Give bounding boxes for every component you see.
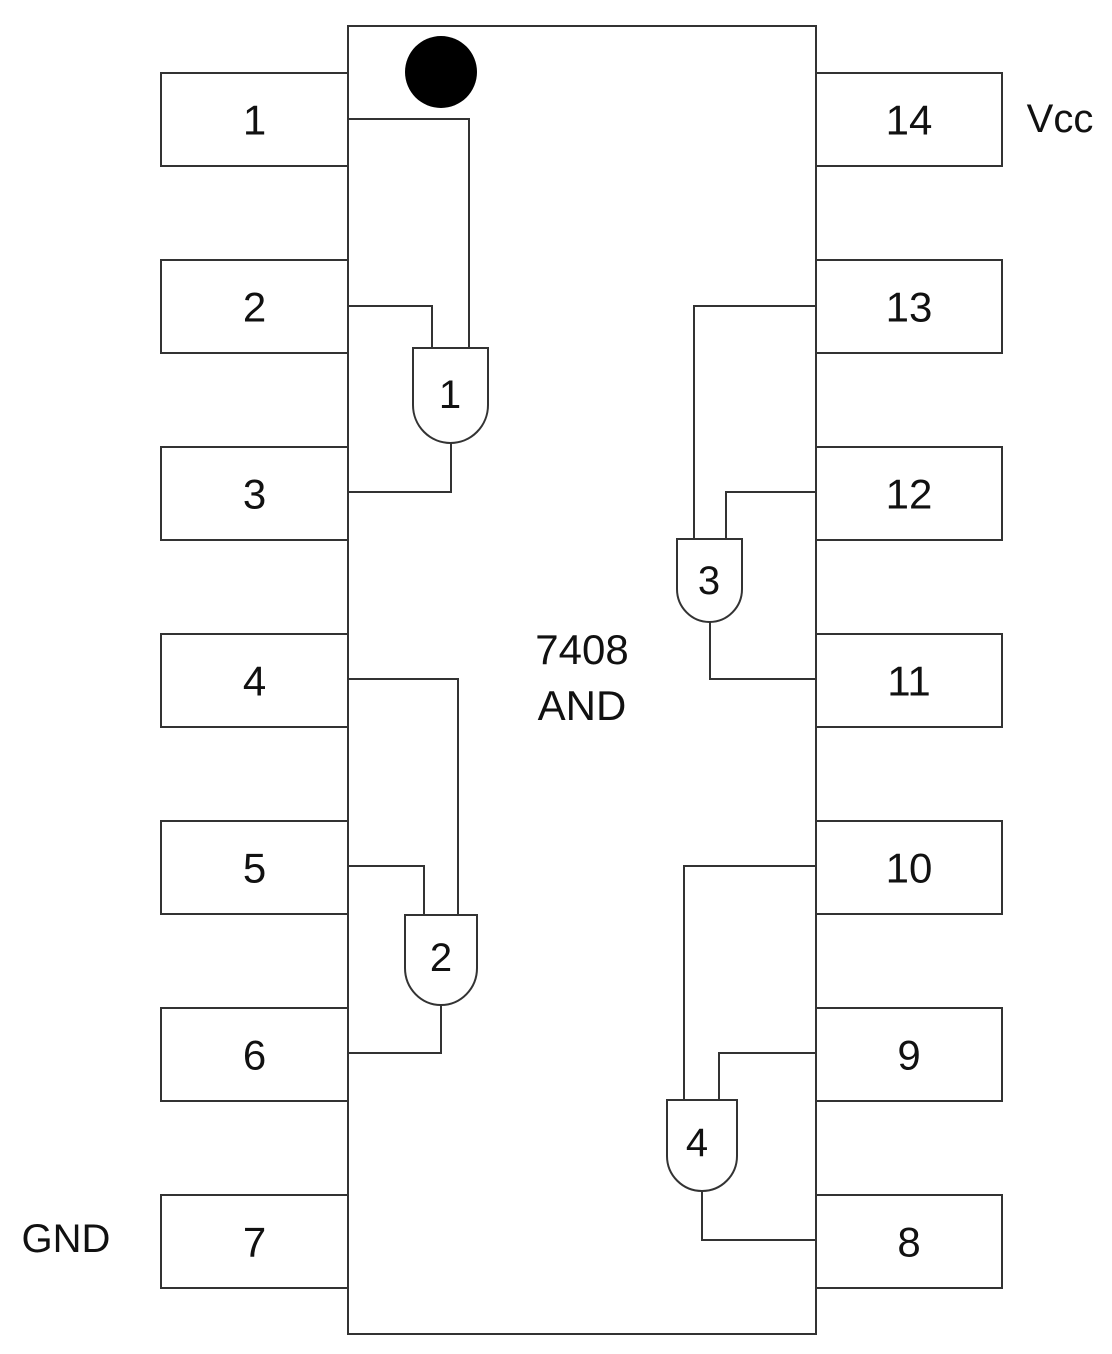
pin-number: 5	[243, 845, 266, 892]
gate-1-label: 1	[439, 373, 461, 417]
pin-number: 13	[886, 284, 933, 331]
wire-pin13-to-gate3	[693, 305, 816, 539]
pin-box	[815, 1194, 1003, 1289]
pin-number: 4	[243, 658, 266, 705]
pin-left-1: 1	[160, 72, 349, 167]
pin-left-2: 2	[160, 259, 349, 354]
pin-box	[160, 72, 349, 167]
wire-pin4-to-gate2	[348, 678, 459, 915]
pin-box	[815, 820, 1003, 915]
wire-pin1-to-gate1	[348, 118, 470, 348]
pin-number: 14	[886, 97, 933, 144]
pin-right-4: 11	[815, 633, 1003, 728]
pin-left-3: 3	[160, 446, 349, 541]
gate-1-wiring: 1	[348, 118, 489, 493]
pin-box	[815, 1007, 1003, 1102]
gnd-label: GND	[22, 1217, 111, 1261]
wire-pin9-to-gate4	[718, 1052, 816, 1100]
pin-right-7: 8	[815, 1194, 1003, 1289]
chip-function: AND	[538, 682, 627, 729]
pin-left-7: 7	[160, 1194, 349, 1289]
gate-2-label: 2	[430, 936, 452, 980]
pin-number: 3	[243, 471, 266, 518]
pin-number: 9	[897, 1032, 920, 1079]
pin-right-5: 10	[815, 820, 1003, 915]
pin-right-2: 13	[815, 259, 1003, 354]
pin-number: 10	[886, 845, 933, 892]
and-gate-2-icon	[404, 914, 478, 1006]
gate-2-wiring: 2	[348, 678, 478, 1054]
pin-number: 1	[243, 97, 266, 144]
gate-4-label: 4	[686, 1121, 708, 1165]
wire-pin2-to-gate1	[348, 305, 433, 348]
left-pin-column: 1 2 3 4 5 6 7	[160, 72, 349, 1289]
pin-number: 11	[887, 658, 931, 705]
pin-right-1: 14	[815, 72, 1003, 167]
pin-box	[160, 820, 349, 915]
wire-gate1-to-pin3	[348, 443, 452, 493]
pin-number: 8	[897, 1219, 920, 1266]
pin-box	[160, 259, 349, 354]
pin-left-4: 4	[160, 633, 349, 728]
pin-number: 2	[243, 284, 266, 331]
pin-box	[160, 633, 349, 728]
right-pin-column: 14 13 12 11 10 9 8	[815, 72, 1003, 1289]
pin-right-6: 9	[815, 1007, 1003, 1102]
pin-number: 7	[243, 1219, 266, 1266]
pin-box	[815, 446, 1003, 541]
pin-left-6: 6	[160, 1007, 349, 1102]
pin-number: 12	[886, 471, 933, 518]
wire-gate4-to-pin8	[701, 1191, 816, 1241]
and-gate-3-icon	[676, 538, 743, 623]
pin-box	[160, 1007, 349, 1102]
pin-left-5: 5	[160, 820, 349, 915]
pin-box	[160, 446, 349, 541]
pin-box	[815, 633, 1003, 728]
wire-pin10-to-gate4	[683, 865, 816, 1100]
gate-3-label: 3	[698, 559, 720, 603]
gate-3-wiring: 3	[676, 305, 816, 680]
pin1-orientation-dot-icon	[405, 36, 477, 108]
chip-part-number: 7408	[535, 626, 628, 673]
and-gate-4-icon	[666, 1099, 738, 1192]
wire-pin5-to-gate2	[348, 865, 425, 915]
wire-gate3-to-pin11	[709, 622, 816, 680]
pin-right-3: 12	[815, 446, 1003, 541]
pin-number: 6	[243, 1032, 266, 1079]
and-gate-1-icon	[412, 347, 489, 444]
vcc-label: Vcc	[1027, 97, 1094, 141]
wire-gate2-to-pin6	[348, 1005, 442, 1054]
gate-4-wiring: 4	[666, 865, 816, 1241]
pin-box	[160, 1194, 349, 1289]
wire-pin12-to-gate3	[725, 491, 816, 539]
